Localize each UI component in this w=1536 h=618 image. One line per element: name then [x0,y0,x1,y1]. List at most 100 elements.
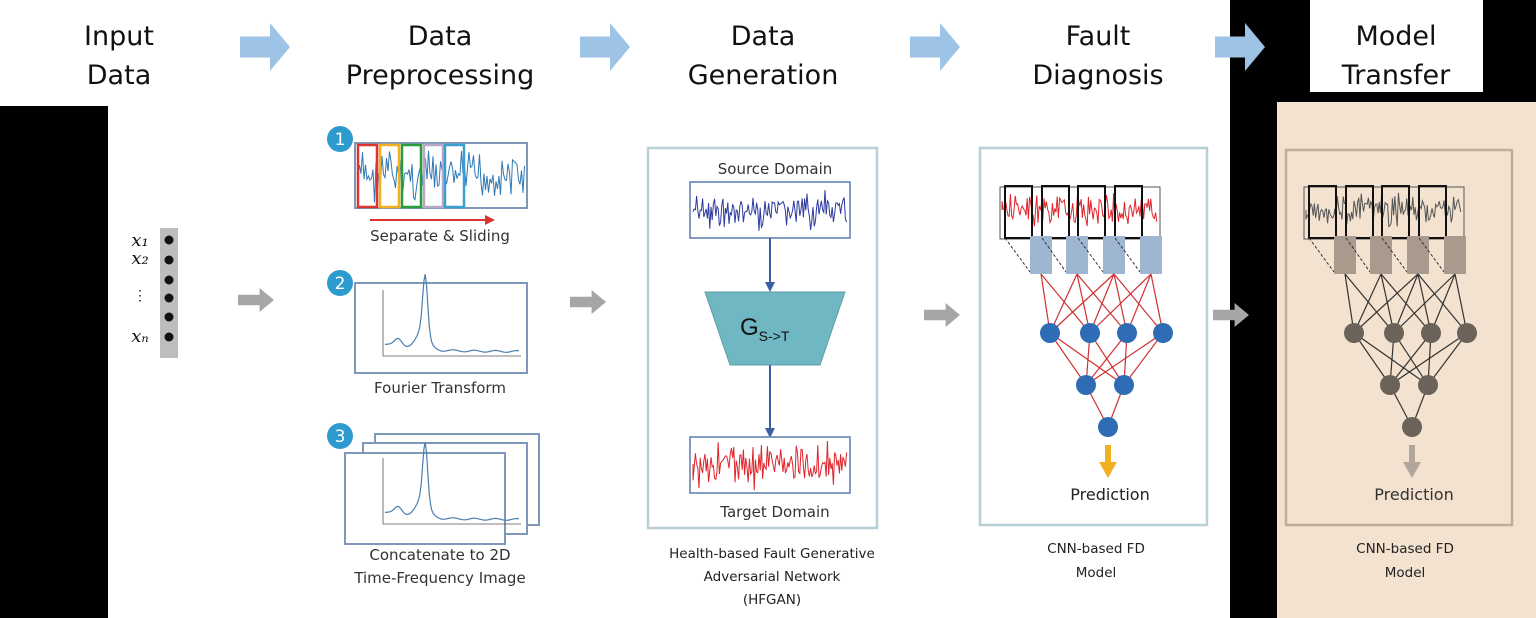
connection [1427,332,1468,386]
neuron [1080,323,1100,343]
stage-title-line: Preprocessing [346,60,534,91]
connection [1150,273,1164,334]
conv-filter [1114,185,1143,239]
vector-label: x₂ [131,248,148,269]
flow-arrowhead [765,282,775,292]
stage-title-line: Transfer [1341,60,1451,91]
stage-title-line: Diagnosis [1032,60,1163,91]
vector-label: ⋮ [133,288,147,304]
stage-title-generation: Data Generation [688,21,839,91]
filter-projection [1418,237,1445,273]
connection [1076,273,1091,334]
vector-label: x₁ [131,230,148,251]
neuron [1380,375,1400,395]
filter-projection [1345,237,1371,273]
feature-map [1066,236,1088,274]
filter-projection [1004,237,1031,273]
window-yellow [378,143,401,209]
connection [1049,273,1115,334]
transfer-panel [1277,102,1536,618]
connection [1393,273,1456,334]
flow-arrow-icon [570,290,606,314]
window-purple [422,143,445,209]
connection [1380,273,1395,334]
vector-element [164,332,174,342]
neuron [1076,375,1096,395]
filter-projection [1114,237,1141,273]
neuron [1344,323,1364,343]
step-number: 2 [335,274,346,294]
connection [1389,332,1432,386]
target-signal-box [689,436,851,494]
conv-filter [1345,185,1374,239]
neuron [1457,323,1477,343]
source-signal [692,190,848,231]
connection [1040,273,1091,334]
connection [1123,332,1164,386]
flow-arrow-icon [1213,303,1249,327]
stage-title-diagnosis: Fault Diagnosis [1032,21,1163,91]
generator-label: GS->T [740,314,790,344]
connection [1353,273,1419,334]
conv-filter [1077,185,1106,239]
feature-map [1370,236,1392,274]
cnn-caption: Model [1076,565,1117,581]
source-signal-box [689,181,851,239]
step-number: 3 [335,427,346,447]
cnn-caption: CNN-based FD [1047,541,1145,557]
connection [1049,332,1087,386]
cnn-network [999,185,1173,478]
conv-filter [1418,185,1447,239]
transfer-cnn-frame [1284,148,1514,527]
target-signal [692,440,848,491]
connection [1353,273,1382,334]
vector-element [164,255,174,265]
feature-map [1334,236,1356,274]
filter-projection [1041,237,1067,273]
hfgan-block: Source Domain GS->T Target Domain [646,146,879,530]
vector-element [164,275,174,285]
preprocessing-step-1: 1 Separate & Sliding [327,126,528,245]
prediction-label: Prediction [1070,485,1149,504]
stage-title-line: Input [84,21,154,52]
connection [1344,273,1395,334]
step-caption: Concatenate to 2D [369,546,510,564]
feature-map [1030,236,1052,274]
stage-title-transfer: Model Transfer [1341,21,1451,91]
stage-title-preprocessing: Data Preprocessing [346,21,534,91]
generator-shape [704,291,846,366]
connection [1089,273,1115,334]
neuron [1114,375,1134,395]
flow-arrowhead [765,428,775,438]
transfer-cnn-network [1303,185,1477,478]
spectrum-curve [384,441,520,521]
spectrum-box [354,282,528,374]
neuron [1040,323,1060,343]
feature-map [1103,236,1125,274]
filter-projection [1381,237,1408,273]
step-number: 1 [335,130,346,150]
feature-map [1140,236,1162,274]
step-badge-2 [327,270,353,296]
connection [1085,332,1164,386]
prediction-arrow-icon [1403,445,1421,478]
flow-arrow-icon [238,288,274,312]
vector-element [164,235,174,245]
vector-element [164,312,174,322]
output-neuron [1098,417,1118,437]
conv-filter [1381,185,1410,239]
filter-projection [1077,237,1104,273]
target-domain-label: Target Domain [719,503,829,521]
connection [1353,332,1391,386]
vector-label: xₙ [131,326,148,347]
neuron [1384,323,1404,343]
stage-title-line: Data [408,21,472,52]
connection [1454,273,1468,334]
model-transfer-title-box [1310,0,1483,92]
hfgan-caption: Adversarial Network [704,569,841,585]
hfgan-caption: Health-based Fault Generative [669,546,875,562]
step-caption: Separate & Sliding [370,227,510,245]
connection [1389,332,1468,386]
neuron [1418,375,1438,395]
